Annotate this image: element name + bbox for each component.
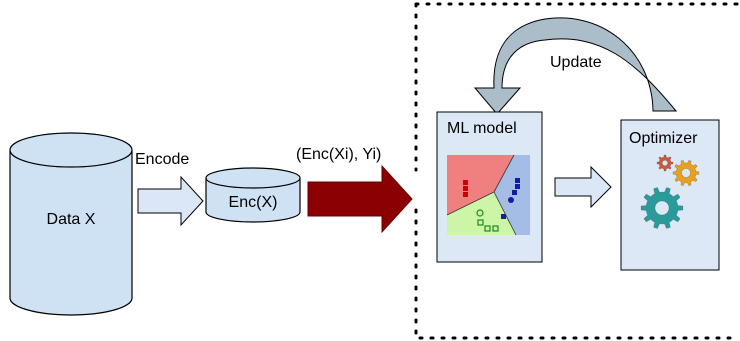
small-gear-icon <box>656 154 674 172</box>
green-points <box>476 209 499 232</box>
update-label: Update <box>550 54 602 71</box>
data-x-label: Data X <box>47 211 96 228</box>
data-x-cylinder: Data X <box>9 132 133 316</box>
encode-arrow <box>137 175 204 227</box>
blue-points <box>501 178 520 219</box>
enc-x-cylinder: Enc(X) <box>205 167 301 223</box>
encode-label: Encode <box>135 151 189 168</box>
ml-model-box: ML model <box>436 111 543 263</box>
model-to-optimizer-arrow <box>554 165 612 209</box>
decision-regions <box>446 154 530 236</box>
update-arrow <box>473 17 678 115</box>
ml-model-label: ML model <box>447 120 517 137</box>
large-gear-icon <box>640 187 684 229</box>
gears-icon <box>640 154 700 229</box>
enc-x-label: Enc(X) <box>229 194 278 211</box>
transfer-arrow <box>307 164 413 234</box>
medium-gear-icon <box>672 159 700 187</box>
optimizer-label: Optimizer <box>629 130 698 147</box>
transfer-label: (Enc(Xi), Yi) <box>296 146 381 163</box>
red-points <box>463 180 468 197</box>
secure-boundary <box>414 2 739 340</box>
